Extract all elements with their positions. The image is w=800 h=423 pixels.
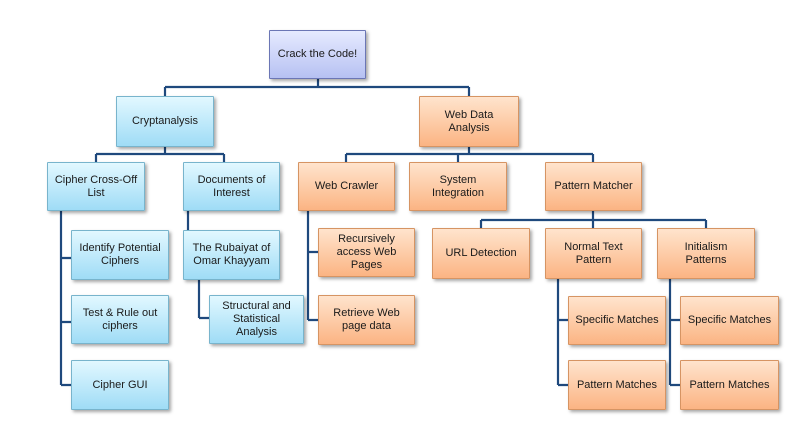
node-cipher-gui: Cipher GUI [71, 360, 169, 410]
node-normal-text-pattern: Normal Text Pattern [545, 228, 642, 279]
connector-cryptanalysis [94, 147, 226, 162]
node-test-rule-out-ciphers: Test & Rule out ciphers [71, 295, 169, 344]
node-normal-pattern-matches: Pattern Matches [568, 360, 666, 410]
connector-cipher-crossoff [59, 211, 71, 387]
node-retrieve-web-page-data: Retrieve Web page data [318, 295, 415, 345]
node-cipher-crossoff-list: Cipher Cross-Off List [47, 162, 145, 211]
node-system-integration: System Integration [409, 162, 507, 211]
node-initialism-pattern-matches: Pattern Matches [680, 360, 779, 410]
connector-normal-text [556, 279, 568, 387]
node-pattern-matcher: Pattern Matcher [545, 162, 642, 211]
connector-web-crawler [306, 211, 318, 322]
node-documents-of-interest: Documents of Interest [183, 162, 280, 211]
node-structural-statistical-analysis: Structural and Statistical Analysis [209, 295, 304, 344]
node-initialism-patterns: Initialism Patterns [657, 228, 755, 279]
node-rubaiyat: The Rubaiyat of Omar Khayyam [183, 230, 280, 280]
node-cryptanalysis: Cryptanalysis [116, 96, 214, 147]
connector-web-data-analysis [344, 147, 595, 162]
node-crack-the-code: Crack the Code! [269, 30, 366, 79]
node-web-data-analysis: Web Data Analysis [419, 96, 519, 147]
connector-rubaiyat [197, 280, 209, 320]
node-web-crawler: Web Crawler [298, 162, 395, 211]
node-normal-specific-matches: Specific Matches [568, 296, 666, 345]
connector-root [163, 79, 471, 96]
node-recursively-access-web-pages: Recursively access Web Pages [318, 228, 415, 277]
connector-pattern-matcher [479, 211, 708, 228]
node-initialism-specific-matches: Specific Matches [680, 296, 779, 345]
node-url-detection: URL Detection [432, 228, 530, 279]
node-identify-potential-ciphers: Identify Potential Ciphers [71, 230, 169, 280]
connector-initialism [668, 279, 680, 387]
